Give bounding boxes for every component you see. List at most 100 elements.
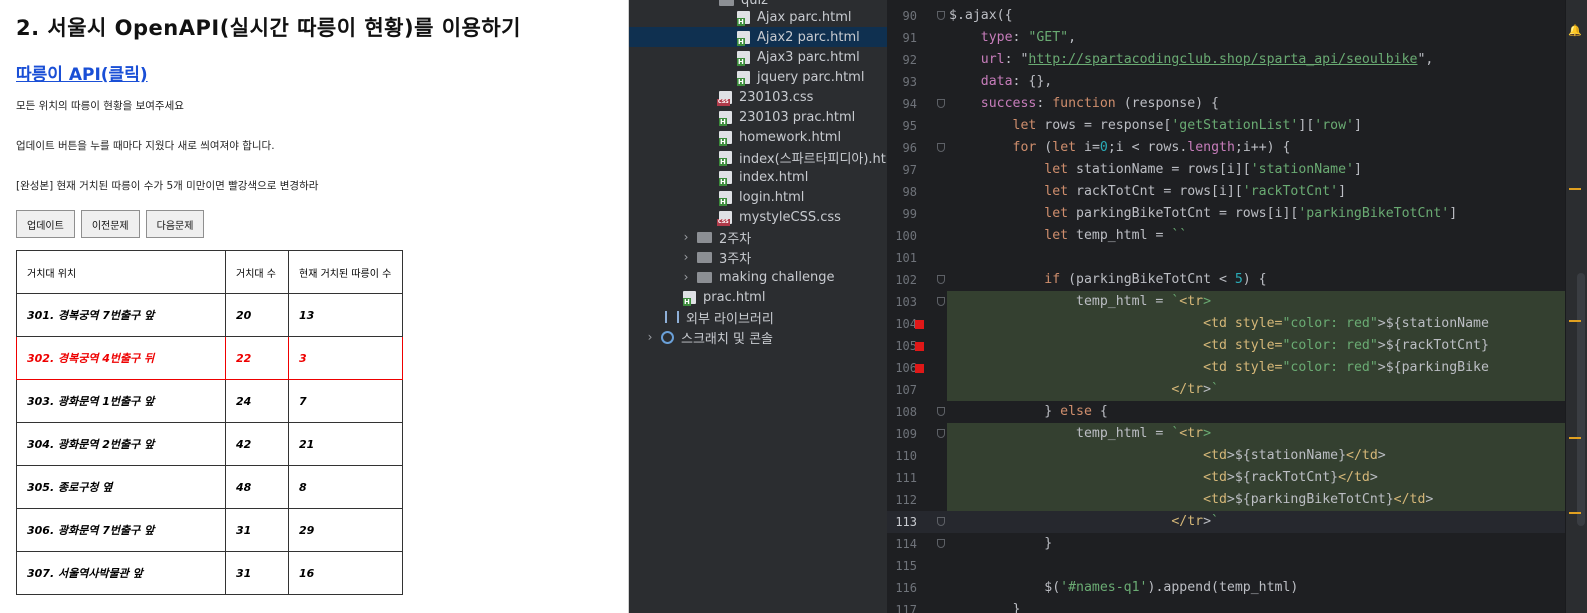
code-line[interactable]: 110 <td>${stationName}</td> [887,445,1587,467]
warning-marker-icon[interactable] [1569,188,1581,190]
pane-divider[interactable] [628,0,629,613]
fold-marker-icon[interactable] [937,429,945,438]
code-text: success: function (response) { [980,96,1219,111]
code-line[interactable]: 107 </tr>` [887,379,1587,401]
tree-item-quiz[interactable]: quiz [629,0,887,10]
code-line[interactable]: 98 let rackTotCnt = rows[i]['rackTotCnt'… [887,181,1587,203]
warning-marker-icon[interactable] [1569,512,1581,514]
code-text: <td style="color: red">${rackTotCnt} [1203,338,1489,353]
tree-item-ajax3-parc[interactable]: Ajax3 parc.html [629,47,887,67]
rack-cell: 20 [225,293,289,337]
tree-item-week2[interactable]: ›2주차 [629,227,887,247]
tree-item-label: 외부 라이브러리 [686,311,774,327]
line-number: 107 [895,383,917,397]
fold-marker-icon[interactable] [937,517,945,526]
tree-item-making-challenge[interactable]: ›making challenge [629,267,887,287]
line-number: 113 [895,515,917,529]
tree-item-ajax-parc[interactable]: Ajax parc.html [629,7,887,27]
tree-item-prac[interactable]: prac.html [629,287,887,307]
code-editor[interactable]: 90$.ajax({ 91 type: "GET", 92 url: "http… [887,0,1587,613]
fold-marker-icon[interactable] [937,11,945,20]
code-line[interactable]: 112 <td>${parkingBikeTotCnt}</td> [887,489,1587,511]
editor-scrollbar[interactable] [1577,273,1585,526]
code-line[interactable]: 111 <td>${rackTotCnt}</td> [887,467,1587,489]
code-line[interactable]: 100 let temp_html = `` [887,225,1587,247]
code-line[interactable]: 103 temp_html = `<tr> [887,291,1587,313]
tree-item-homework[interactable]: homework.html [629,127,887,147]
tree-item-ajax2-parc[interactable]: Ajax2 parc.html [629,27,887,47]
code-text: let parkingBikeTotCnt = rows[i]['parking… [1044,206,1458,221]
line-number: 108 [895,405,917,419]
code-line[interactable]: 97 let stationName = rows[i]['stationNam… [887,159,1587,181]
chevron-right-icon[interactable]: › [683,270,689,284]
fold-marker-icon[interactable] [937,539,945,548]
next-question-button[interactable]: 다음문제 [145,210,205,238]
code-line[interactable]: 95 let rows = response['getStationList']… [887,115,1587,137]
tree-item-index-spartapedia[interactable]: index(스파르타피디아).htm [629,147,887,167]
line-number: 114 [895,537,917,551]
code-line[interactable]: 91 type: "GET", [887,27,1587,49]
code-line[interactable]: 117 } [887,599,1587,613]
update-button[interactable]: 업데이트 [16,210,75,238]
tree-item-230103-prac[interactable]: 230103 prac.html [629,107,887,127]
tree-item-week3[interactable]: ›3주차 [629,247,887,267]
line-number: 92 [902,53,917,67]
tree-item-login[interactable]: login.html [629,187,887,207]
fold-marker-icon[interactable] [937,407,945,416]
fold-marker-icon[interactable] [937,99,945,108]
warning-marker-icon[interactable] [1569,437,1581,439]
line-number: 98 [902,185,917,199]
code-line[interactable]: 109 temp_html = `<tr> [887,423,1587,445]
code-line[interactable]: 99 let parkingBikeTotCnt = rows[i]['park… [887,203,1587,225]
tree-item-index[interactable]: index.html [629,167,887,187]
api-link[interactable]: 따릉이 API(클릭) [16,65,148,85]
code-line[interactable]: 105 <td style="color: red">${rackTotCnt} [887,335,1587,357]
injected-html-highlight [947,357,1569,379]
tree-item-label: index.html [739,169,809,185]
code-line[interactable]: 101 [887,247,1587,269]
code-line[interactable]: 115 [887,555,1587,577]
fold-marker-icon[interactable] [937,143,945,152]
header-rack-count: 거치대 수 [225,250,289,294]
code-line[interactable]: 96 for (let i=0;i < rows.length;i++) { [887,137,1587,159]
fold-marker-icon[interactable] [937,297,945,306]
code-line[interactable]: 116 $('#names-q1').append(temp_html) [887,577,1587,599]
code-line[interactable]: 102 if (parkingBikeTotCnt < 5) { [887,269,1587,291]
fold-marker-icon[interactable] [937,275,945,284]
previous-question-button[interactable]: 이전문제 [80,210,140,238]
folder-icon [697,251,712,263]
code-text: <td>${stationName}</td> [1203,448,1386,463]
injected-html-highlight [947,467,1569,489]
tree-item-jquery-parc[interactable]: jquery parc.html [629,67,887,87]
color-swatch-icon [915,342,924,351]
chevron-right-icon[interactable]: › [683,230,689,244]
parked-cell: 8 [288,465,403,509]
bike-station-table: 거치대 위치 거치대 수 현재 거치된 따릉이 수 301. 경복궁역 7번출구… [16,250,403,595]
code-text: let stationName = rows[i]['stationName'] [1044,162,1362,177]
code-line-current[interactable]: 113 </tr>` [887,511,1587,533]
line-number: 102 [895,273,917,287]
tree-item-label: 스크래치 및 콘솔 [681,331,773,347]
tree-item-scratches[interactable]: › 스크래치 및 콘솔 [629,327,887,347]
code-text: } [949,536,1053,551]
code-line[interactable]: 104 <td style="color: red">${stationName [887,313,1587,335]
code-line[interactable]: 106 <td style="color: red">${parkingBike [887,357,1587,379]
tree-item-230103-css[interactable]: 230103.css [629,87,887,107]
tree-item-label: 230103 prac.html [739,109,856,125]
code-line[interactable]: 108 } else { [887,401,1587,423]
html-file-icon [737,30,750,46]
warning-marker-icon[interactable] [1569,320,1581,322]
code-line[interactable]: 92 url: "http://spartacodingclub.shop/sp… [887,49,1587,71]
code-line[interactable]: 94 success: function (response) { [887,93,1587,115]
tree-item-external-libraries[interactable]: 외부 라이브러리 [629,307,887,327]
chevron-right-icon[interactable]: › [683,250,689,264]
chevron-right-icon[interactable]: › [647,330,653,344]
scratch-icon [661,330,674,344]
code-line[interactable]: 90$.ajax({ [887,5,1587,27]
code-text: $.ajax({ [949,8,1013,23]
notification-bell-icon[interactable]: 🔔 [1568,24,1582,37]
station-cell: 301. 경복궁역 7번출구 앞 [16,293,226,337]
tree-item-mystylecss[interactable]: mystyleCSS.css [629,207,887,227]
code-line[interactable]: 114 } [887,533,1587,555]
code-line[interactable]: 93 data: {}, [887,71,1587,93]
